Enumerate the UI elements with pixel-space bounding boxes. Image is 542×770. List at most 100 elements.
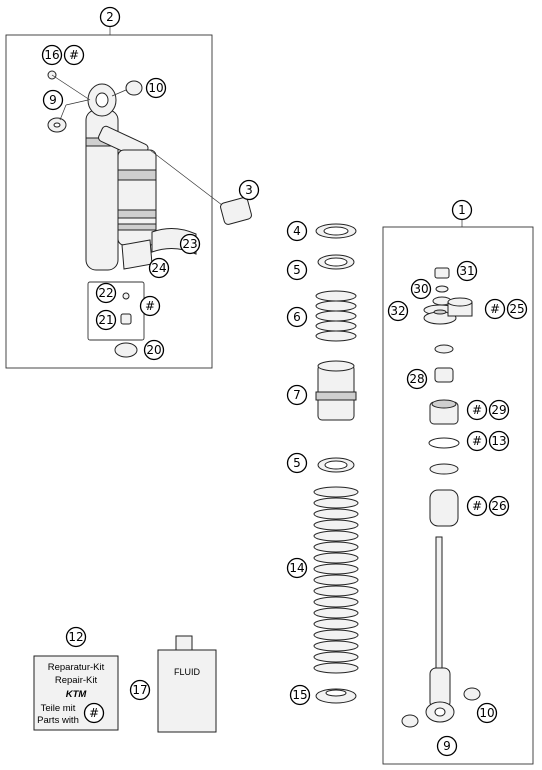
callout-c9a: 9	[42, 89, 64, 111]
callout-label: 24	[151, 261, 166, 275]
callout-label: #	[89, 706, 99, 720]
repair-kit-box: Reparatur-Kit Repair-Kit KTM Teile mit P…	[33, 655, 119, 731]
callout-label: #	[472, 403, 482, 417]
callout-h16: #	[63, 44, 85, 66]
callout-h26: #	[466, 495, 488, 517]
callout-h2122: #	[139, 295, 161, 317]
nut-part-31	[434, 267, 450, 279]
callout-label: 22	[98, 286, 113, 300]
callout-label: #	[472, 434, 482, 448]
callout-label: 9	[49, 93, 57, 107]
callout-label: 30	[413, 282, 428, 296]
seal-part-20	[114, 342, 138, 358]
callout-c14: 14	[286, 557, 308, 579]
callout-c10a: 10	[145, 77, 167, 99]
seal-head-part	[429, 463, 459, 475]
spring-adjuster-ring-part-4	[315, 223, 357, 239]
piston-rod	[425, 536, 455, 723]
callout-c7: 7	[286, 384, 308, 406]
callout-label: 5	[293, 263, 301, 277]
callout-label: 2	[106, 10, 114, 24]
callout-label: 5	[293, 456, 301, 470]
callout-label: #	[145, 299, 155, 313]
callout-label: 7	[293, 388, 301, 402]
spring-part-14	[313, 486, 359, 674]
damper-rod-frame	[382, 226, 534, 765]
callout-c26: 26	[488, 495, 510, 517]
callout-label: 13	[491, 434, 506, 448]
callout-c24: 24	[148, 257, 170, 279]
shock-body	[85, 83, 157, 271]
seal-part-10-bottom	[463, 687, 481, 701]
callout-c16: 16	[41, 44, 63, 66]
callout-c6: 6	[286, 306, 308, 328]
callout-label: 29	[491, 403, 506, 417]
kit-line-1: Reparatur-Kit	[48, 662, 105, 673]
reservoir-cap-part-3	[149, 149, 252, 225]
bumper-part-26	[429, 489, 459, 527]
callout-c15: 15	[289, 684, 311, 706]
callout-c1: 1	[451, 199, 473, 221]
spring-part-6	[315, 290, 357, 342]
callout-label: 15	[292, 688, 307, 702]
kit-line-2: Repair-Kit	[55, 675, 98, 686]
callout-label: 16	[44, 48, 59, 62]
callout-label: 28	[409, 372, 424, 386]
washer-part-9	[47, 99, 89, 133]
callout-c22: 22	[95, 282, 117, 304]
callout-h13: #	[466, 430, 488, 452]
callout-label: 25	[509, 302, 524, 316]
callout-label: 4	[293, 224, 301, 238]
kit-line-4: Parts with	[37, 715, 79, 726]
washer-part-9-bottom	[401, 714, 419, 728]
callout-label: 32	[390, 304, 405, 318]
shock-body-frame	[5, 34, 213, 369]
callout-label: 14	[289, 561, 304, 575]
callout-c32: 32	[387, 300, 409, 322]
callout-label: 26	[491, 499, 506, 513]
callout-label: 17	[132, 683, 147, 697]
callout-c29: 29	[488, 399, 510, 421]
callout-label: 20	[146, 343, 161, 357]
callout-label: 12	[68, 630, 83, 644]
callout-label: #	[472, 499, 482, 513]
callout-c28: 28	[406, 368, 428, 390]
callout-c9b: 9	[436, 735, 458, 757]
callout-label: 21	[98, 313, 113, 327]
callout-c4: 4	[286, 220, 308, 242]
lock-ring-part-5-bottom	[317, 457, 355, 473]
callout-label: #	[69, 48, 79, 62]
callout-c13: 13	[488, 430, 510, 452]
callout-label: 9	[443, 739, 451, 753]
callout-c5a: 5	[286, 259, 308, 281]
callout-c10b: 10	[476, 702, 498, 724]
sleeve-part-25	[447, 297, 473, 317]
lock-ring-part-5-top	[317, 254, 355, 270]
callout-hkit: #	[83, 702, 105, 724]
callout-c30: 30	[410, 278, 432, 300]
callout-c17: 17	[129, 679, 151, 701]
kit-logo: KTM	[66, 689, 88, 700]
piston-part-29	[429, 399, 459, 425]
callout-h25: #	[484, 298, 506, 320]
fluid-bottle: FLUID	[157, 635, 217, 733]
callout-label: 23	[182, 237, 197, 251]
callout-label: 31	[459, 264, 474, 278]
callout-label: 10	[479, 706, 494, 720]
callout-c25: 25	[506, 298, 528, 320]
callout-label: #	[490, 302, 500, 316]
callout-c21: 21	[95, 309, 117, 331]
spring-seat-part-7	[315, 360, 357, 421]
callout-c31: 31	[456, 260, 478, 282]
callout-label: 3	[245, 183, 253, 197]
callout-c5b: 5	[286, 452, 308, 474]
callout-c23: 23	[179, 233, 201, 255]
callout-c12: 12	[65, 626, 87, 648]
callout-c2: 2	[99, 6, 121, 28]
callout-label: 6	[293, 310, 301, 324]
fluid-label: FLUID	[174, 667, 201, 677]
clip-part-24	[121, 239, 153, 270]
callout-label: 1	[458, 203, 466, 217]
bush-part-16	[47, 70, 91, 101]
